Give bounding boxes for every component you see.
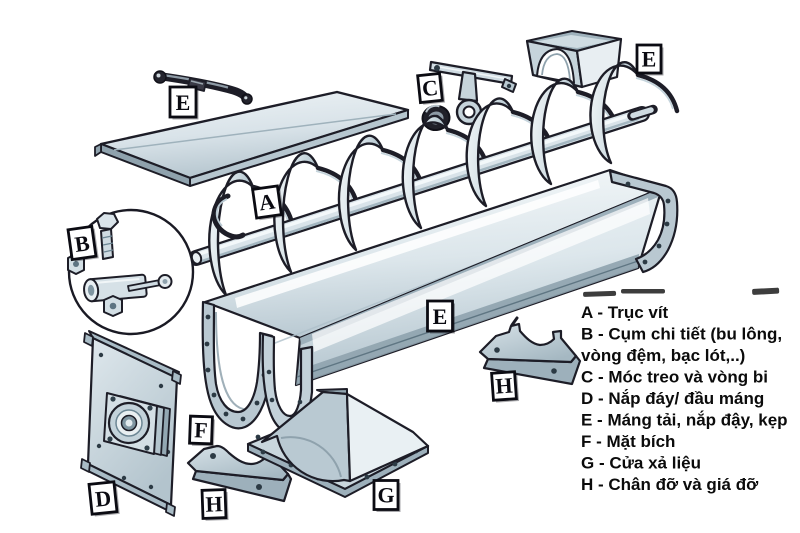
clamp-bar	[155, 72, 248, 100]
nut-bottom-hole	[109, 302, 117, 310]
bracket-clamp-bolt	[510, 316, 519, 327]
trough-left-front-flange	[261, 332, 314, 435]
auger-screw	[188, 60, 680, 297]
callout-F: F	[188, 414, 215, 447]
foot-bracket-left	[186, 444, 293, 503]
flight-blade	[401, 114, 450, 230]
flight-blade	[337, 134, 385, 252]
callout-letter: A	[257, 189, 276, 216]
side-bolt-head-dot	[162, 279, 168, 284]
cropped-text-artifact	[583, 287, 780, 297]
trough-cover-lid	[94, 90, 410, 187]
callout-letter: E	[176, 90, 191, 115]
callout-letter: D	[94, 485, 112, 512]
flange-hook	[165, 502, 176, 517]
nut-left-hole	[73, 261, 79, 267]
flight-back-arc	[635, 72, 680, 114]
legend-line-e: E - Máng tải, nắp đậy, kẹp	[581, 411, 788, 430]
callout-B: B	[66, 224, 99, 262]
hanger-eye-bore	[462, 105, 476, 119]
callout-H-right: H	[490, 370, 520, 403]
hanger-bolt	[434, 65, 440, 71]
callout-H-left: H	[200, 488, 229, 521]
shaft-highlight	[197, 110, 642, 256]
callout-letter: F	[194, 417, 208, 442]
inlet-cover-box	[525, 30, 623, 89]
trough-inner-glare	[235, 180, 600, 308]
callout-letter: B	[73, 230, 91, 257]
end-plate-bearing	[80, 330, 182, 517]
flange-bearing-unit	[103, 392, 171, 457]
flight-blade	[530, 77, 580, 186]
callout-labels: E E C A B E F	[66, 43, 664, 521]
callout-letter: E	[433, 304, 448, 329]
callout-letter: H	[495, 372, 514, 398]
callout-letter: H	[205, 491, 223, 517]
legend-line-b2: vòng đệm, bạc lót,..)	[581, 346, 745, 365]
u-trough	[201, 168, 679, 435]
legend-line-c: C - Móc treo và vòng bi	[581, 368, 768, 387]
callout-A: A	[251, 184, 285, 221]
clamp-hook-ball	[241, 93, 253, 105]
shaft-stub	[630, 107, 654, 119]
legend-line-a: A - Trục vít	[581, 303, 669, 322]
flight-start-curl	[211, 193, 246, 240]
trough-wall-glare	[312, 198, 650, 352]
lid-lip	[94, 143, 102, 157]
trough-wall-rim-line	[296, 260, 639, 378]
callout-C: C	[416, 71, 446, 105]
callout-E-trough: E	[426, 299, 455, 334]
legend-line-d: D - Nắp đáy/ đầu máng	[581, 389, 764, 408]
shaft-shade	[197, 117, 640, 264]
flight-blade	[589, 60, 640, 165]
flange-hook	[171, 370, 182, 385]
clamp-buckle-highlight	[190, 80, 204, 85]
flight-blade	[273, 151, 320, 274]
spout-left-face	[260, 390, 352, 483]
hanger-stem	[457, 70, 479, 103]
callout-E-clamp: E	[168, 85, 199, 120]
legend-line-h: H - Chân đỡ và giá đỡ	[581, 475, 759, 494]
bracket-face	[478, 322, 578, 364]
bolt-threads	[101, 235, 114, 253]
box-rim-inner	[534, 35, 612, 48]
detail-circle	[67, 208, 195, 336]
legend-line-f: F - Mặt bích	[581, 432, 675, 451]
clamp-hook-glint	[244, 96, 248, 100]
box-arch-inner-line	[541, 53, 571, 81]
lid-bend-line	[113, 113, 397, 151]
hanger-bearing-assembly	[421, 60, 517, 132]
legend-line-b: B - Cụm chi tiết (bu lông,	[581, 325, 782, 344]
saddle-bracket-right	[478, 316, 582, 386]
flight-back-arc-highlight	[635, 77, 674, 110]
callout-D: D	[87, 480, 120, 517]
callout-E-inlet-cover: E	[635, 43, 664, 76]
flange-hook	[80, 458, 91, 473]
flange-hook	[83, 332, 94, 347]
flight-start-curl-highlight	[215, 198, 228, 227]
callout-letter: E	[642, 47, 657, 72]
box-arch-cutout	[536, 48, 575, 84]
lid-front-edge	[189, 109, 409, 187]
callout-letter: G	[377, 483, 394, 508]
hanger-tab-hole	[506, 83, 512, 89]
clamp-bolt-left	[153, 70, 167, 84]
flight-blade	[465, 97, 515, 208]
discharge-spout	[246, 388, 430, 498]
spout-right-face	[345, 392, 430, 483]
callout-G: G	[372, 479, 401, 512]
legend: A - Trục vít B - Cụm chi tiết (bu lông, …	[581, 303, 788, 494]
callout-letter: C	[421, 75, 439, 102]
cover-clamp	[153, 70, 253, 105]
shaft-body	[190, 108, 648, 264]
clamp-bolt-glint	[156, 73, 161, 78]
legend-line-g: G - Cửa xả liệu	[581, 454, 701, 473]
bolt-detail-bubble	[67, 208, 195, 336]
bolt-head	[96, 212, 119, 230]
spout-cut-inner-line	[280, 436, 342, 478]
spout-base-thickness	[247, 443, 429, 498]
